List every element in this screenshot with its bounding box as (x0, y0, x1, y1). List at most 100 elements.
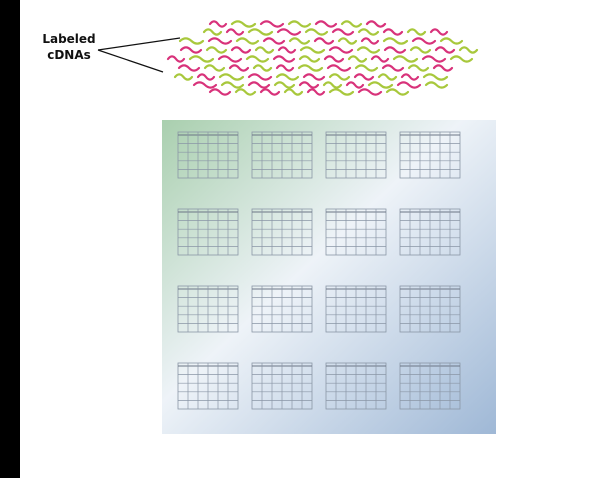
cdna-strand-icon (204, 29, 221, 34)
cdna-strand-icon (413, 38, 435, 43)
cdna-strand-icon (372, 56, 388, 61)
cdna-strand-icon (210, 21, 226, 26)
cdna-strand-icon (279, 47, 295, 52)
cdna-strand-icon (227, 29, 243, 34)
cdna-strand-icon (436, 47, 454, 52)
cdna-strand-icon (277, 65, 293, 70)
cdna-strand-icon (402, 74, 418, 79)
cdna-strand-icon (278, 29, 300, 34)
cdna-strand-icon (408, 29, 425, 34)
cdna-strand-icon (356, 65, 377, 70)
cdna-strand-icon (180, 38, 203, 43)
cdna-strand-icon (385, 47, 405, 52)
cdna-strand-icon (359, 89, 381, 94)
cdna-strand-icon (409, 65, 428, 70)
diagram-canvas: Labeled cDNAs (20, 0, 615, 478)
cdna-strand-icon (451, 56, 472, 61)
cdna-strand-icon (261, 89, 279, 94)
cdna-strand-icon (290, 38, 309, 43)
pointer-line-upper (98, 38, 180, 50)
cdna-strand-icon (219, 56, 241, 61)
cdna-strand-icon (210, 89, 230, 94)
cdna-strand-icon (434, 65, 452, 70)
cdna-strand-icon (342, 21, 361, 26)
cdna-strand-icon (299, 65, 322, 70)
cdna-strand-icon (181, 47, 201, 52)
cdna-strand-icon (460, 47, 477, 52)
cdna-strand-icon (411, 47, 430, 52)
cdna-strand-icon (369, 82, 392, 87)
cdna-strand-icon (194, 82, 216, 87)
pointer-line-lower (98, 50, 163, 72)
cdna-strand-icon (394, 56, 417, 61)
cdna-strand-icon (379, 74, 396, 79)
cdna-strand-icon (230, 65, 248, 70)
cdna-strand-icon (249, 82, 269, 87)
cdna-strand-icon (249, 29, 272, 34)
cdna-strand-icon (277, 74, 298, 79)
cdna-strand-icon (367, 21, 385, 26)
cdna-strand-icon (274, 56, 294, 61)
cdna-strand-icon (275, 82, 294, 87)
cdna-strand-icon (220, 74, 243, 79)
cdna-strand-icon (190, 56, 213, 61)
cdna-strand-icon (168, 56, 184, 61)
cdna-strand-icon (249, 74, 271, 79)
cdna-strand-icon (349, 56, 366, 61)
cdna-strand-icon (306, 29, 327, 34)
cdna-strand-icon (383, 65, 403, 70)
cdna-strand-icon (247, 56, 268, 61)
cdna-strand-icon (289, 21, 310, 26)
microarray-diagram (20, 0, 615, 478)
cdna-strand-icon (328, 65, 350, 70)
cdna-strand-icon (424, 74, 447, 79)
cdna-strand-icon (300, 56, 319, 61)
cdna-strand-icon (222, 82, 243, 87)
cdna-strand-icon (358, 47, 379, 52)
cdna-strand-icon (441, 38, 462, 43)
cdna-strand-icon (209, 38, 231, 43)
cdna-strand-icon (237, 38, 258, 43)
cdna-strand-icon (362, 38, 378, 43)
cdna-strand-icon (300, 82, 318, 87)
cdna-strand-icon (324, 82, 341, 87)
cdna-strand-icon (384, 29, 402, 34)
cdna-strand-icon (256, 47, 273, 52)
cdna-strand-icon (431, 29, 447, 34)
cdna-strand-icon (330, 47, 352, 52)
cdna-strand-icon (198, 74, 214, 79)
cdna-strand-icon (315, 38, 333, 43)
cdna-strand-icon (232, 47, 250, 52)
cdna-strand-icon (333, 29, 353, 34)
cdna-strand-icon (236, 89, 255, 94)
cdna-strands-cluster (168, 21, 477, 94)
cdna-strand-icon (325, 56, 343, 61)
cdna-strand-icon (330, 74, 349, 79)
cdna-strand-icon (301, 47, 324, 52)
cdna-strand-icon (285, 89, 302, 94)
cdna-strand-icon (398, 82, 420, 87)
cdna-strand-icon (175, 74, 192, 79)
cdna-strand-icon (254, 65, 271, 70)
cdna-strand-icon (339, 38, 356, 43)
chip-slide (162, 120, 496, 434)
label-pointer-lines (98, 38, 180, 72)
cdna-strand-icon (261, 21, 283, 26)
cdna-strand-icon (355, 74, 373, 79)
microarray-chip-icon (162, 120, 496, 434)
cdna-strand-icon (308, 89, 324, 94)
cdna-strand-icon (264, 38, 284, 43)
cdna-strand-icon (384, 38, 407, 43)
cdna-strand-icon (387, 89, 408, 94)
cdna-strand-icon (330, 89, 353, 94)
cdna-strand-icon (347, 82, 363, 87)
cdna-strand-icon (423, 56, 445, 61)
cdna-strand-icon (179, 65, 199, 70)
cdna-strand-icon (205, 65, 224, 70)
cdna-strand-icon (232, 21, 255, 26)
cdna-strand-icon (426, 82, 447, 87)
cdna-strand-icon (359, 29, 378, 34)
cdna-strand-icon (304, 74, 324, 79)
cdna-strand-icon (316, 21, 336, 26)
cdna-strand-icon (207, 47, 226, 52)
